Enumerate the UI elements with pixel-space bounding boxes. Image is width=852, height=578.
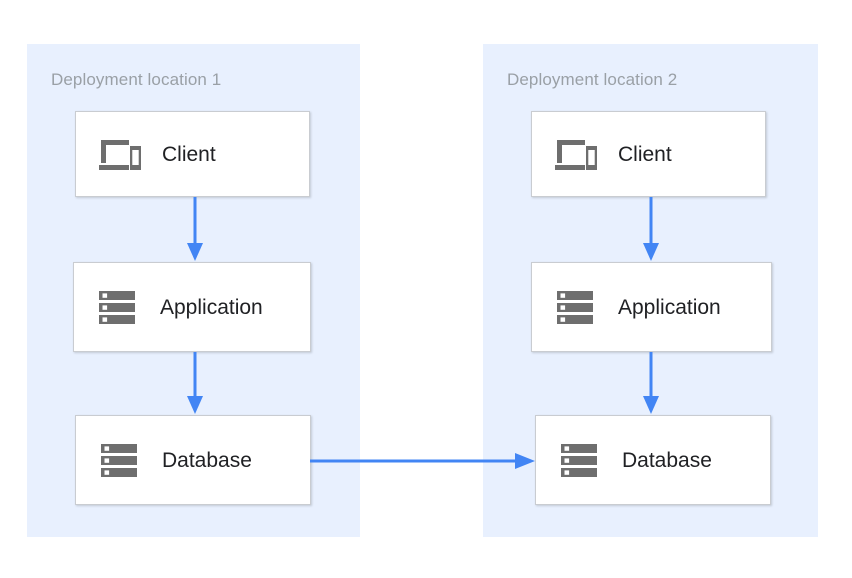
node-application-2-label: Application	[618, 295, 721, 319]
node-client-1-label: Client	[162, 142, 216, 166]
node-database-2-label: Database	[622, 448, 712, 472]
deployment-zone-1-label: Deployment location 1	[51, 70, 222, 89]
arrow-database-1-to-database-2	[310, 452, 538, 470]
deployment-zone-2-label: Deployment location 2	[507, 70, 678, 89]
node-application-1-label: Application	[160, 295, 263, 319]
server-stack-icon	[98, 438, 142, 482]
arrow-application-2-to-database-2	[642, 352, 660, 418]
node-database-1[interactable]: Database	[75, 415, 311, 505]
server-stack-icon	[96, 285, 140, 329]
node-application-2[interactable]: Application	[531, 262, 772, 352]
node-database-1-label: Database	[162, 448, 252, 472]
node-client-2-label: Client	[618, 142, 672, 166]
arrow-client-1-to-application-1	[186, 197, 204, 263]
devices-icon	[98, 132, 142, 176]
server-stack-icon	[558, 438, 602, 482]
node-client-2[interactable]: Client	[531, 111, 766, 197]
node-client-1[interactable]: Client	[75, 111, 310, 197]
devices-icon	[554, 132, 598, 176]
server-stack-icon	[554, 285, 598, 329]
node-database-2[interactable]: Database	[535, 415, 771, 505]
node-application-1[interactable]: Application	[73, 262, 311, 352]
arrow-application-1-to-database-1	[186, 352, 204, 418]
arrow-client-2-to-application-2	[642, 197, 660, 263]
